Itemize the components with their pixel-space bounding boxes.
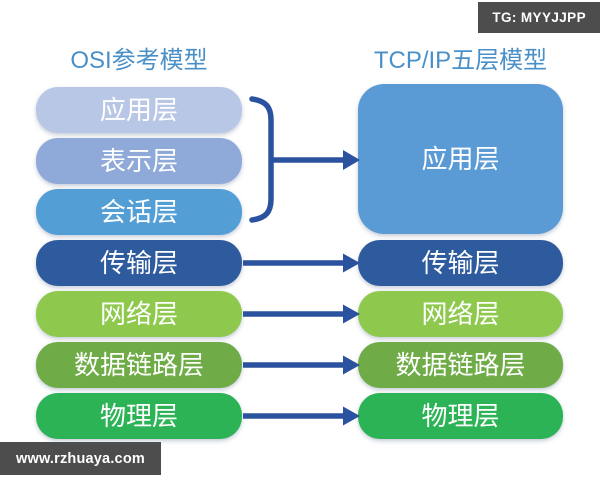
tcpip-layer-network: 网络层 [358, 291, 563, 337]
layer-label: 数据链路层 [73, 350, 204, 380]
layer-label: 物理层 [421, 401, 500, 431]
layer-label: 应用层 [421, 144, 500, 174]
layer-label: 网络层 [421, 299, 500, 329]
layer-label: 表示层 [99, 146, 178, 176]
layer-label: 数据链路层 [395, 350, 526, 380]
osi-layer-datalink: 数据链路层 [36, 342, 242, 388]
layer-label: 会话层 [99, 197, 178, 227]
osi-column-title: OSI参考模型 [70, 46, 208, 74]
tcpip-layer-transport: 传输层 [358, 240, 563, 286]
layer-label: 传输层 [99, 248, 178, 278]
osi-layer-presentation: 表示层 [36, 138, 242, 184]
tcpip-layer-physical: 物理层 [358, 393, 563, 439]
watermark-badge-bottom: www.rzhuaya.com [0, 442, 161, 475]
tcpip-column-title: TCP/IP五层模型 [373, 46, 548, 74]
osi-layer-network: 网络层 [36, 291, 242, 337]
osi-layer-physical: 物理层 [36, 393, 242, 439]
layer-label: 传输层 [421, 248, 500, 278]
brace-osi-upper-layers [249, 96, 274, 223]
watermark-badge-top: TG: MYYJJPP [478, 2, 600, 33]
osi-layer-application: 应用层 [36, 87, 242, 133]
osi-layer-session: 会话层 [36, 189, 242, 235]
layer-label: 应用层 [99, 95, 178, 125]
layer-label: 网络层 [99, 299, 178, 329]
tcpip-layer-datalink: 数据链路层 [358, 342, 563, 388]
layer-label: 物理层 [99, 401, 178, 431]
tcpip-layer-application: 应用层 [358, 84, 563, 234]
osi-layer-transport: 传输层 [36, 240, 242, 286]
